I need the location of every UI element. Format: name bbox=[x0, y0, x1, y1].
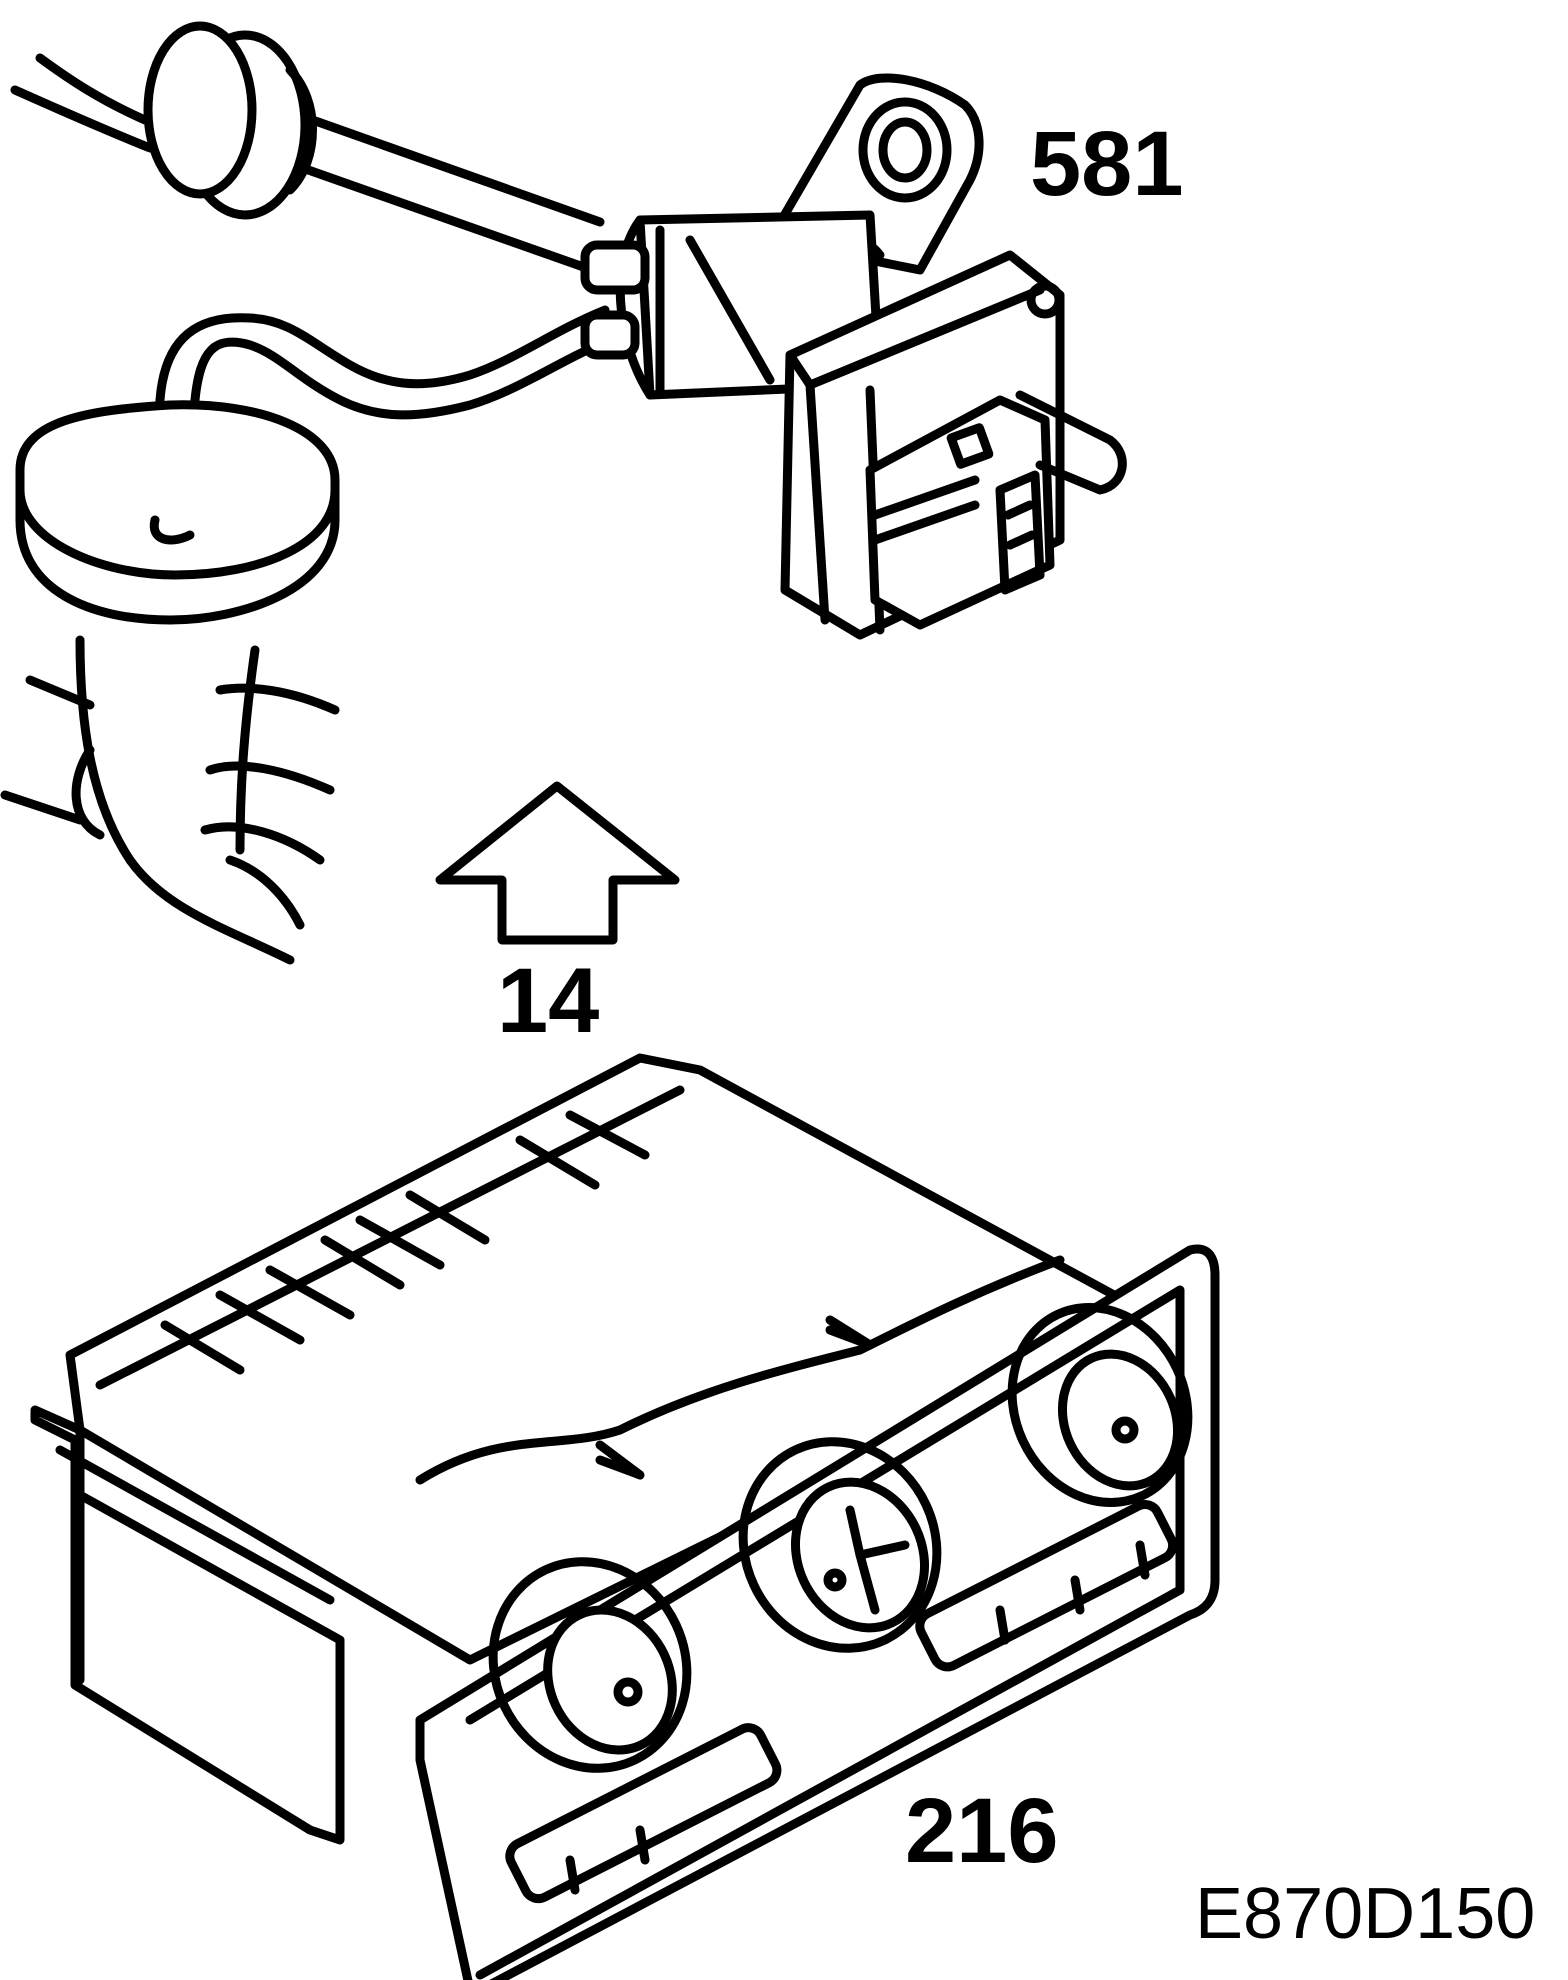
up-arrow-icon bbox=[435, 781, 680, 945]
vacuum-hoses bbox=[10, 53, 615, 525]
callout-14: 14 bbox=[497, 950, 600, 1052]
vacuum-actuator bbox=[0, 400, 340, 965]
callout-581: 581 bbox=[1030, 113, 1184, 215]
solenoid-valve bbox=[580, 73, 1127, 640]
figure-code: E870D150 bbox=[1195, 1874, 1536, 1954]
climate-control-panel bbox=[30, 1053, 1220, 1980]
hose-grommet bbox=[143, 21, 317, 220]
callout-216: 216 bbox=[905, 1780, 1059, 1882]
right-knob bbox=[1007, 1303, 1193, 1507]
left-knob bbox=[488, 1557, 692, 1773]
center-knob bbox=[738, 1437, 942, 1653]
button-row bbox=[505, 1500, 1178, 1904]
